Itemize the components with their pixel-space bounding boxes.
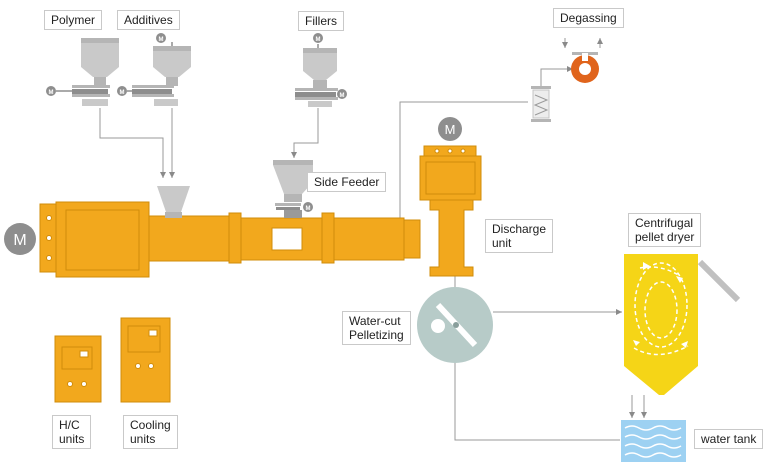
polymer-label: Polymer [44,10,103,30]
motor-icon: M [117,86,127,96]
motor-icon: M [313,33,323,43]
discharge-holes [434,148,466,154]
side-feeder-label: Side Feeder [307,172,387,192]
polymer-feeder [56,38,119,106]
pellet-dryer-label: Centrifugal pellet dryer [628,213,702,247]
motor-icon: M [303,202,313,212]
fillers-feeder [295,44,338,107]
degassing-unit [531,52,599,122]
svg-text:M: M [340,93,345,99]
discharge-unit-label: Discharge unit [485,219,554,253]
svg-text:M: M [159,37,164,43]
extruder [39,201,421,278]
water-tank [621,420,686,462]
pellet-dryer [624,254,741,395]
motor-icon: M [46,86,56,96]
additives-label: Additives [117,10,180,30]
cooling-unit [120,317,171,403]
discharge-unit [419,145,482,277]
fillers-label: Fillers [298,11,344,31]
svg-text:M: M [316,37,321,43]
motor-icon: M [438,117,462,141]
flow-lines [99,38,647,441]
svg-text:M: M [306,206,311,212]
pelletizing-label: Water-cut Pelletizing [342,311,411,345]
hc-units-label: H/C units [52,415,92,449]
svg-text:M: M [120,90,125,96]
motor-icon: M [156,33,166,43]
svg-text:M: M [13,232,26,249]
side-feeder [273,160,313,218]
extruder-side-holes [46,215,52,261]
motor-icon: M [337,89,347,99]
hc-unit [54,335,102,403]
additives-feeder [127,42,191,106]
pelletizer [417,287,493,363]
cooling-units-label: Cooling units [123,415,178,449]
svg-text:M: M [49,90,54,96]
degassing-label: Degassing [553,8,624,28]
main-hopper [157,186,190,218]
water-tank-label: water tank [694,429,764,449]
motor-icon: M [4,223,36,255]
svg-text:M: M [445,122,456,137]
